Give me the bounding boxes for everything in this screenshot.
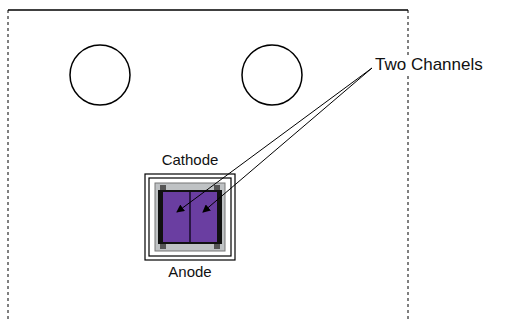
detector-body [158, 190, 222, 244]
pad [160, 185, 166, 190]
mounting-hole [70, 45, 130, 105]
channel-divider [189, 192, 191, 242]
mounting-hole [242, 45, 302, 105]
part-label: Cathode [161, 152, 220, 169]
pad [214, 185, 220, 190]
left-edge [8, 10, 9, 322]
detector-active-area [163, 192, 217, 242]
part-label: Two Channels [374, 56, 484, 75]
detector-frame [155, 183, 225, 251]
part-label: Anode [167, 264, 212, 281]
pad [160, 244, 166, 249]
package-outline [145, 174, 235, 260]
top-edge [8, 9, 408, 11]
leader-line [177, 68, 372, 212]
pad [214, 244, 220, 249]
leader-line [203, 68, 372, 212]
package-inner-outline [149, 178, 231, 256]
